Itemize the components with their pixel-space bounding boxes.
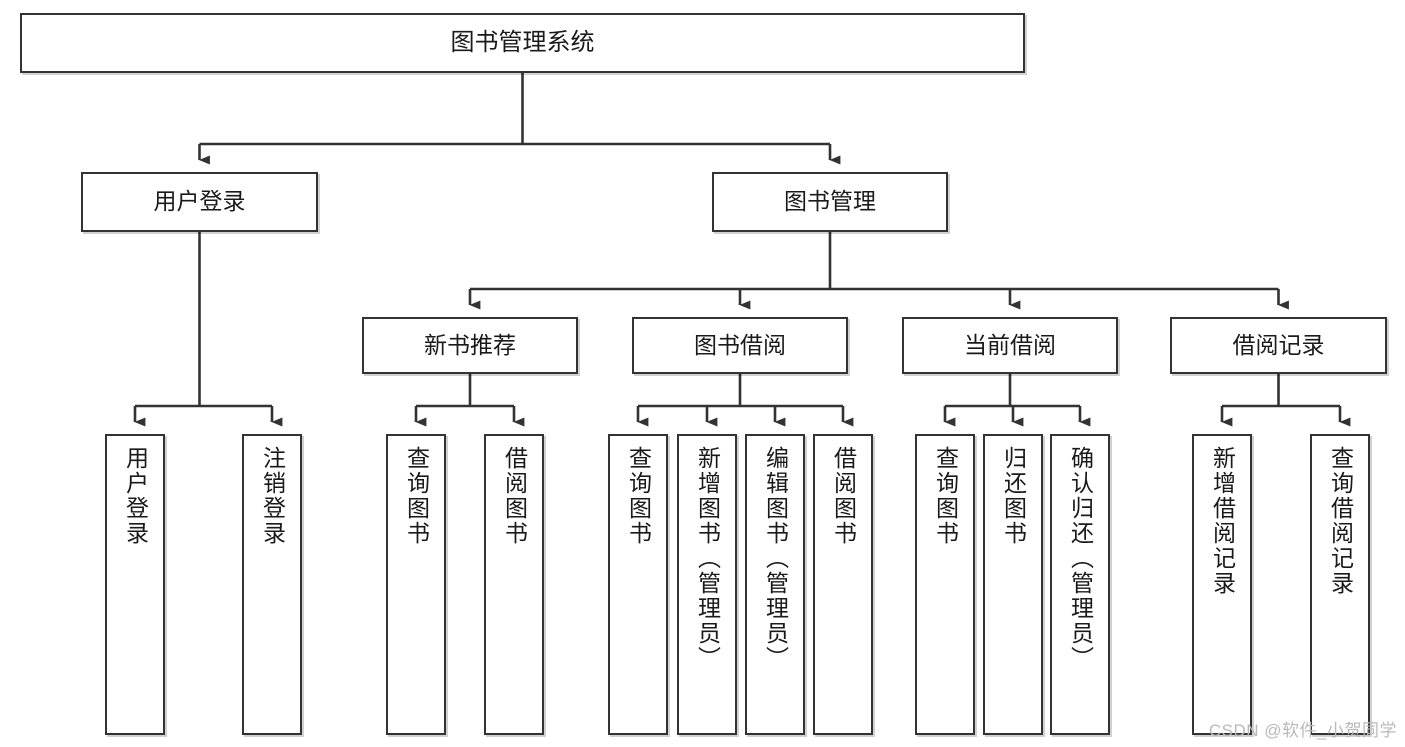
node-label: 用户登录 — [153, 188, 246, 215]
node-leaf-add-rec[interactable]: 新增借阅记录 — [1192, 434, 1252, 735]
node-leaf-borrow-2[interactable]: 借阅图书 — [813, 434, 873, 735]
node-label: 查询图书 — [403, 446, 430, 546]
node-leaf-query-1[interactable]: 查询图书 — [386, 434, 446, 735]
node-leaf-edit-book[interactable]: 编辑图书（管理员） — [745, 434, 805, 735]
node-label: 编辑图书（管理员） — [762, 446, 789, 671]
node-label: 归还图书 — [1000, 446, 1027, 546]
node-label: 用户登录 — [122, 446, 149, 546]
node-label: 查询图书 — [932, 446, 959, 546]
node-leaf-query-3[interactable]: 查询图书 — [915, 434, 975, 735]
node-label: 图书管理系统 — [450, 28, 595, 56]
node-bookmgmt[interactable]: 图书管理 — [712, 172, 948, 232]
node-label: 确认归还（管理员） — [1067, 446, 1094, 671]
node-label: 查询图书 — [625, 446, 652, 546]
node-login[interactable]: 用户登录 — [81, 172, 318, 232]
node-leaf-query-rec[interactable]: 查询借阅记录 — [1310, 434, 1370, 735]
node-label: 借阅图书 — [501, 446, 528, 546]
node-root[interactable]: 图书管理系统 — [20, 13, 1025, 73]
node-label: 查询借阅记录 — [1327, 446, 1354, 596]
node-label: 注销登录 — [259, 446, 286, 546]
node-label: 新增图书（管理员） — [694, 446, 721, 671]
node-label: 借阅图书 — [830, 446, 857, 546]
node-leaf-login[interactable]: 用户登录 — [105, 434, 165, 735]
watermark-csdn: CSDN @软件_小贺同学 — [1208, 721, 1397, 740]
node-label: 图书借阅 — [694, 331, 786, 358]
node-leaf-borrow-1[interactable]: 借阅图书 — [484, 434, 544, 735]
node-records[interactable]: 借阅记录 — [1170, 317, 1387, 374]
node-leaf-return[interactable]: 归还图书 — [983, 434, 1043, 735]
node-borrow[interactable]: 图书借阅 — [632, 317, 848, 374]
node-newbook[interactable]: 新书推荐 — [362, 317, 578, 374]
node-label: 新增借阅记录 — [1209, 446, 1236, 596]
node-leaf-logout[interactable]: 注销登录 — [242, 434, 302, 735]
node-leaf-confirm[interactable]: 确认归还（管理员） — [1050, 434, 1110, 735]
node-leaf-add-book[interactable]: 新增图书（管理员） — [677, 434, 737, 735]
node-label: 新书推荐 — [424, 331, 516, 358]
node-label: 当前借阅 — [964, 331, 1056, 358]
node-label: 图书管理 — [784, 188, 876, 215]
node-label: 借阅记录 — [1232, 331, 1325, 358]
node-current[interactable]: 当前借阅 — [902, 317, 1118, 374]
node-leaf-query-2[interactable]: 查询图书 — [608, 434, 668, 735]
